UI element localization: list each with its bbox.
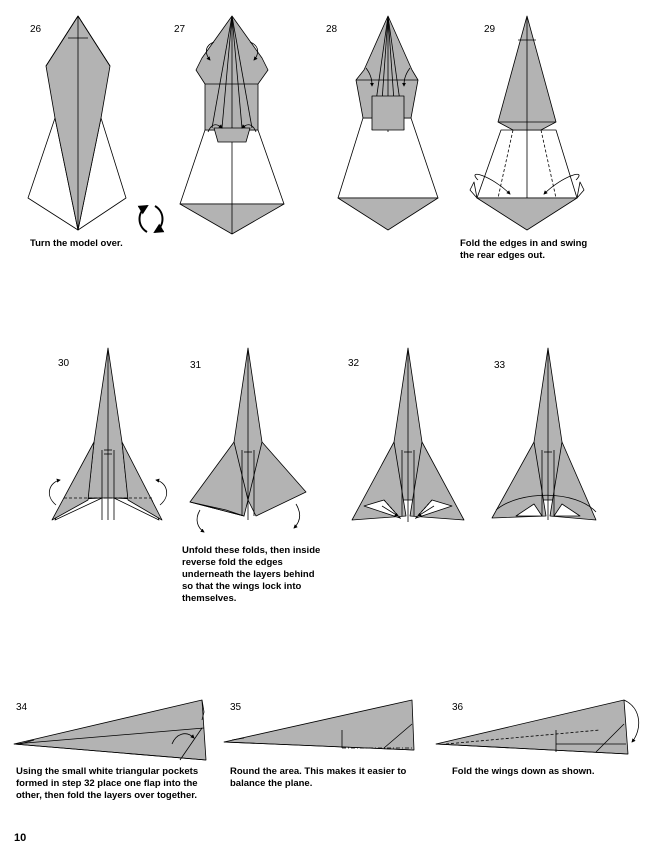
step-35-caption: Round the area. This makes it easier to … <box>230 766 407 789</box>
step-number-32: 32 <box>348 358 360 369</box>
step-34-caption: Using the small white triangular pockets… <box>16 766 199 801</box>
step-number-30: 30 <box>58 358 70 369</box>
step-29-diagram <box>469 15 585 231</box>
step-29-caption: Fold the edges in and swing the rear edg… <box>460 238 588 261</box>
step-33-diagram <box>491 347 597 521</box>
step-number-29: 29 <box>484 24 496 35</box>
step-number-27: 27 <box>174 24 186 35</box>
step-number-36: 36 <box>452 702 464 713</box>
step-36-diagram <box>435 699 640 755</box>
step-35-diagram <box>223 699 415 751</box>
step-number-33: 33 <box>494 360 506 371</box>
step-26-diagram <box>27 15 127 231</box>
turn-over-arrows-icon <box>137 204 165 234</box>
page-number: 10 <box>14 832 27 844</box>
step-number-35: 35 <box>230 702 242 713</box>
step-number-26: 26 <box>30 24 42 35</box>
step-30-diagram <box>48 347 168 521</box>
step-number-31: 31 <box>190 360 202 371</box>
step-26-caption: Turn the model over. <box>30 238 123 249</box>
step-32-diagram <box>351 347 465 522</box>
step-31-diagram <box>189 347 307 533</box>
step-27-diagram <box>179 15 285 235</box>
step-31-caption: Unfold these folds, then inside reverse … <box>182 545 321 604</box>
step-number-34: 34 <box>16 702 28 713</box>
step-34-diagram <box>13 699 207 761</box>
step-28-diagram <box>337 15 439 231</box>
step-number-28: 28 <box>326 24 338 35</box>
step-36-caption: Fold the wings down as shown. <box>452 766 595 777</box>
